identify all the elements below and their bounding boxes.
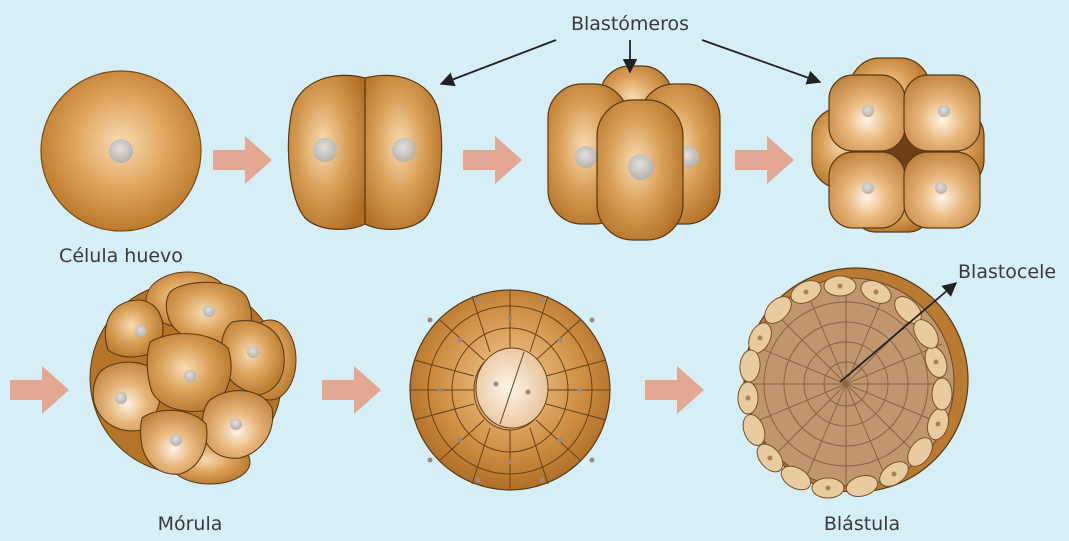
eight-cell-stage — [812, 58, 984, 232]
pointer-arrow — [441, 40, 556, 84]
pointer-arrow — [702, 40, 820, 82]
stage-arrow — [10, 366, 69, 414]
late-morula — [410, 290, 610, 490]
two-cell-stage — [288, 75, 441, 229]
egg-cell — [41, 71, 201, 231]
label-blastomeros: Blastómeros — [571, 13, 689, 35]
label-celula-huevo: Célula huevo — [59, 245, 183, 267]
label-blastocele: Blastocele — [958, 261, 1056, 283]
nucleus — [109, 139, 133, 163]
stage-arrow — [645, 366, 704, 414]
stage-arrow — [735, 136, 794, 184]
morula — [90, 272, 296, 484]
four-cell-stage — [548, 66, 720, 240]
label-blastula: Blástula — [824, 513, 900, 535]
stage-arrow — [322, 366, 381, 414]
stage-arrow — [463, 136, 522, 184]
stage-arrow — [213, 136, 272, 184]
label-morula: Mórula — [158, 513, 223, 535]
